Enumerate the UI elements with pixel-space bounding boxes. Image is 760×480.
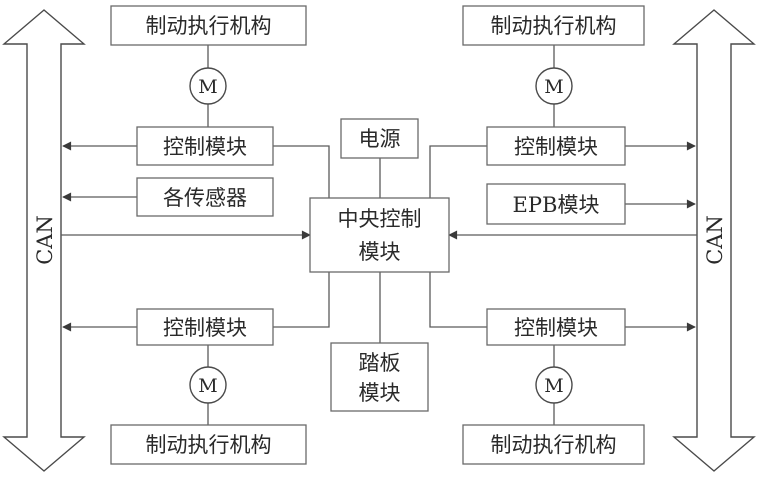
central-to-tr-module-line [429, 145, 487, 198]
top-right-control-module: 控制模块 [486, 126, 626, 166]
can-label-right: CAN [703, 215, 727, 265]
bottom-right-actuator-label: 制动执行机构 [491, 433, 617, 457]
bottom-right-motor: M [535, 366, 573, 404]
top-left-control-module-label: 控制模块 [163, 135, 247, 159]
top-left-actuator: 制动执行机构 [110, 5, 307, 46]
top-left-actuator-label: 制动执行机构 [146, 14, 272, 38]
top-right-control-module-label: 控制模块 [514, 135, 598, 159]
bottom-left-motor-label: M [198, 375, 217, 397]
connector-lines [61, 45, 697, 425]
pedal-module-box: 踏板 模块 [330, 342, 429, 412]
pedal-module-label-line2: 模块 [359, 381, 401, 405]
top-left-control-module: 控制模块 [136, 126, 274, 166]
central-control-module-label-line2: 模块 [359, 240, 401, 264]
sensors-label: 各传感器 [163, 186, 247, 210]
top-left-motor: M [189, 67, 227, 105]
bottom-left-motor: M [189, 366, 227, 404]
sensors-box: 各传感器 [136, 177, 274, 217]
top-right-actuator: 制动执行机构 [462, 5, 645, 46]
top-left-motor-label: M [198, 76, 217, 98]
central-to-bl-module-line [273, 272, 330, 328]
can-label-left: CAN [33, 215, 57, 265]
epb-module-label: EPB模块 [513, 193, 600, 217]
top-right-actuator-label: 制动执行机构 [491, 14, 617, 38]
bottom-left-control-module: 控制模块 [136, 308, 274, 346]
central-to-tl-module-line [273, 145, 330, 198]
bottom-left-actuator: 制动执行机构 [110, 424, 307, 465]
central-to-br-module-line [429, 272, 487, 328]
bottom-right-control-module: 控制模块 [486, 308, 626, 346]
bottom-left-actuator-label: 制动执行机构 [146, 433, 272, 457]
power-box: 电源 [340, 118, 419, 159]
can-bus-left [2, 9, 86, 472]
pedal-module-label-line1: 踏板 [359, 351, 401, 375]
bottom-right-actuator: 制动执行机构 [462, 424, 645, 465]
can-bus-right [672, 9, 756, 472]
epb-module-box: EPB模块 [486, 183, 626, 225]
power-label: 电源 [359, 127, 401, 151]
top-right-motor: M [535, 67, 573, 105]
top-right-motor-label: M [544, 76, 563, 98]
central-control-module: 中央控制 模块 [309, 197, 450, 273]
bottom-right-motor-label: M [544, 375, 563, 397]
central-control-module-label-line1: 中央控制 [338, 207, 422, 231]
bottom-right-control-module-label: 控制模块 [514, 316, 598, 340]
bottom-left-control-module-label: 控制模块 [163, 316, 247, 340]
